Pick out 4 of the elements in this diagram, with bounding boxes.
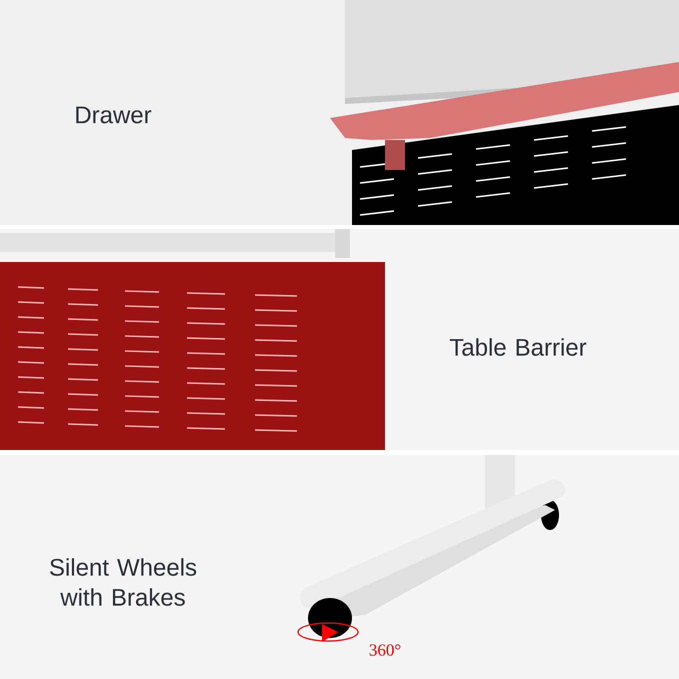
feature-label: Drawer	[76, 106, 152, 124]
feature-label: Silent Wheels with Brakes	[50, 558, 196, 606]
angle-label: 360°	[370, 644, 400, 656]
feature-label: Table Barrier	[450, 338, 586, 356]
